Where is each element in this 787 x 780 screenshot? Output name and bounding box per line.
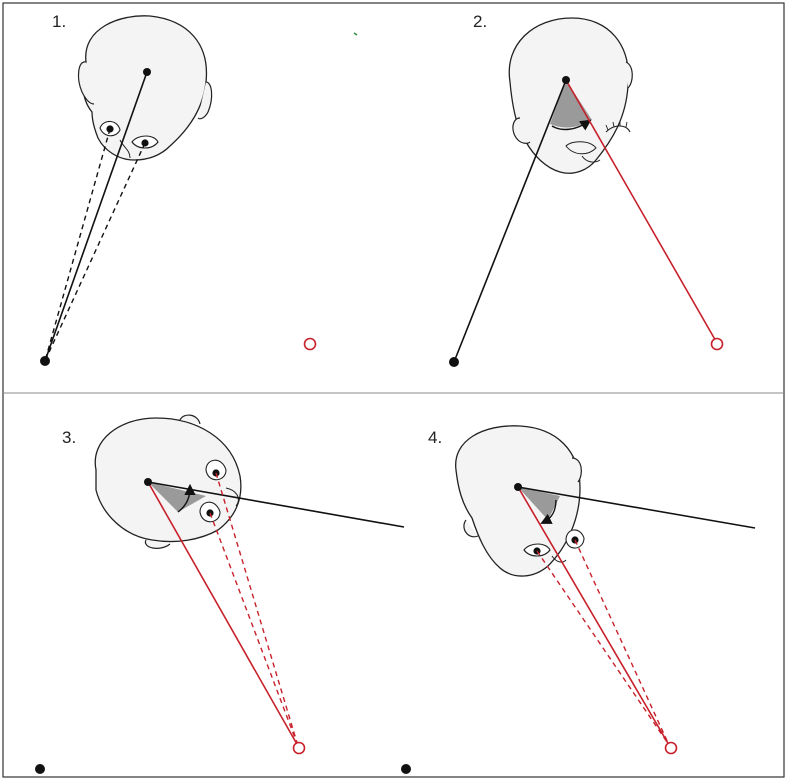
panel-4-head-icon (455, 425, 585, 577)
panel-2-rotation-arrow-icon (551, 119, 592, 131)
panel-2-red-gaze-line (565, 79, 718, 344)
panel-4-head-center-icon (514, 483, 522, 491)
stray-mark (353, 32, 358, 36)
panel-3-observer-dot-icon (35, 764, 45, 774)
panel-2-number: 2. (473, 12, 488, 31)
panel-3-rotation-wedge (148, 482, 206, 512)
panel-4-right-eye-ray (574, 539, 670, 746)
panel-4-left-eye-ray (536, 550, 670, 746)
panel-3-head-icon (94, 414, 242, 549)
panel-4 (401, 425, 756, 774)
panel-3-lower-eye-ray (209, 512, 299, 747)
panel-1-head-icon (77, 15, 213, 161)
panel-3-rotation-arrow-icon (177, 483, 196, 513)
panel-4-red-gaze-line (517, 486, 670, 746)
panel-3-upper-eye-ray (215, 472, 299, 747)
panel-4-number: 4. (428, 428, 443, 447)
panel-4-rotation-arrow-icon (540, 499, 557, 524)
panel-4-observer-dot-icon (401, 764, 411, 774)
panel-2-head-center-icon (562, 76, 570, 84)
panel-3-number: 3. (62, 428, 77, 447)
panel-2-eye-icon (605, 125, 631, 133)
panel-3-head-center-icon (144, 478, 152, 486)
panel-4-rotation-wedge (518, 487, 560, 520)
panel-1-number: 1. (52, 12, 67, 31)
panel-1-head-center-icon (143, 68, 151, 76)
panel-1-left-eye-ray (44, 128, 111, 362)
panel-4-target-circle-icon (664, 741, 678, 755)
panel-2 (449, 17, 724, 367)
panel-2-gaze-line (453, 79, 567, 363)
panel-3-red-gaze-line (147, 481, 299, 747)
panel-1-right-eye-ray (44, 142, 146, 362)
panel-1-observer-dot-icon (40, 356, 50, 366)
panel-1-gaze-line (44, 71, 148, 362)
panel-3-target-circle-icon (292, 741, 306, 755)
panel-3 (35, 414, 405, 774)
panel-1-target-circle-icon (303, 337, 317, 351)
panel-2-target-circle-icon (710, 337, 724, 351)
panel-4-gaze-line (517, 486, 756, 529)
panel-3-gaze-line (147, 481, 405, 528)
panel-2-rotation-wedge (550, 80, 592, 128)
panel-2-observer-dot-icon (449, 357, 459, 367)
panel-1 (40, 15, 358, 366)
